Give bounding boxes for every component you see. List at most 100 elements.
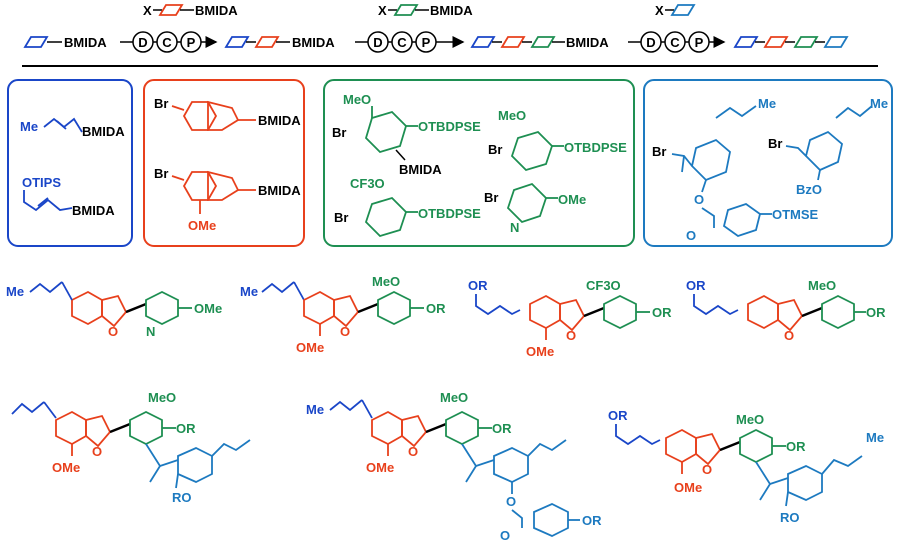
otbdpse-label: OTBDPSE bbox=[418, 206, 481, 221]
halide-label: X bbox=[378, 3, 387, 18]
or-label: OR bbox=[866, 305, 886, 320]
bromo-label: Br bbox=[768, 136, 782, 151]
carbonyl-oxygen: O bbox=[686, 228, 696, 243]
bmida-label: BMIDA bbox=[399, 162, 442, 177]
methoxy-label: OMe bbox=[52, 460, 80, 475]
furan-oxygen: O bbox=[408, 444, 418, 459]
or-label: OR bbox=[786, 439, 806, 454]
or-label: OR bbox=[426, 301, 446, 316]
or-label: OR bbox=[686, 278, 706, 293]
bromo-label: Br bbox=[154, 96, 168, 111]
bmida-label: BMIDA bbox=[195, 3, 238, 18]
carbonyl-oxygen: O bbox=[500, 528, 510, 542]
dcp-arrow: D C P bbox=[355, 31, 465, 53]
ro-label: RO bbox=[780, 510, 800, 525]
bmida-label: BMIDA bbox=[258, 183, 301, 198]
methoxy-label: OMe bbox=[194, 301, 222, 316]
or-label: OR bbox=[652, 305, 672, 320]
halide-label: X bbox=[655, 3, 664, 18]
furan-oxygen: O bbox=[702, 462, 712, 477]
ester-oxygen: O bbox=[694, 192, 704, 207]
methoxy-label: OMe bbox=[296, 340, 324, 355]
step-couple: C bbox=[397, 35, 407, 50]
methyl-label: Me bbox=[866, 430, 884, 445]
trifluoromethoxy-label: CF3O bbox=[586, 278, 621, 293]
or-label: OR bbox=[492, 421, 512, 436]
bmida-label: BMIDA bbox=[292, 35, 335, 50]
step-couple: C bbox=[670, 35, 680, 50]
step-deprotect: D bbox=[646, 35, 655, 50]
bmida-label: BMIDA bbox=[64, 35, 107, 50]
methyl-label: Me bbox=[306, 402, 324, 417]
bromo-label: Br bbox=[154, 166, 168, 181]
bromo-label: Br bbox=[332, 125, 346, 140]
or-label: OR bbox=[582, 513, 602, 528]
bromo-label: Br bbox=[484, 190, 498, 205]
ester-oxygen: O bbox=[506, 494, 516, 509]
blue-building-block bbox=[23, 36, 49, 48]
methoxy-label: MeO bbox=[343, 92, 371, 107]
bmida-label: BMIDA bbox=[258, 113, 301, 128]
methyl-label: Me bbox=[6, 284, 24, 299]
product-1: Me O N OMe bbox=[6, 281, 222, 339]
bromo-label: Br bbox=[652, 144, 666, 159]
product-3: OR O OMe CF3O OR bbox=[468, 278, 672, 359]
blue-building-block-box: Me BMIDA OTIPS BMIDA bbox=[7, 79, 133, 247]
bmida-label: BMIDA bbox=[82, 124, 125, 139]
methoxy-label: OMe bbox=[526, 344, 554, 359]
bmida-label: BMIDA bbox=[72, 203, 115, 218]
methoxy-label: OMe bbox=[674, 480, 702, 495]
furan-oxygen: O bbox=[340, 324, 350, 339]
step-deprotect: D bbox=[138, 35, 147, 50]
methoxy-label: MeO bbox=[808, 278, 836, 293]
pyridine-nitrogen: N bbox=[510, 220, 519, 235]
product-7: OR O OMe MeO OR Me RO bbox=[608, 408, 884, 525]
methoxy-label: OMe bbox=[188, 218, 216, 233]
methoxy-label: OMe bbox=[558, 192, 586, 207]
step-purify: P bbox=[422, 35, 431, 50]
red-building-block bbox=[158, 4, 184, 16]
methoxy-label: MeO bbox=[148, 390, 176, 405]
bromo-label: Br bbox=[334, 210, 348, 225]
ro-label: RO bbox=[172, 490, 192, 505]
bmida-label: BMIDA bbox=[566, 35, 609, 50]
green-building-block-box: MeO Br OTBDPSE BMIDA MeO Br OTBDPSE CF3O… bbox=[323, 79, 635, 247]
step-couple: C bbox=[162, 35, 172, 50]
or-label: OR bbox=[176, 421, 196, 436]
dcp-arrow: D C P bbox=[628, 31, 726, 53]
red-building-block-box: Br Br BMIDA Br BMIDA OMe bbox=[143, 79, 305, 247]
or-label: OR bbox=[468, 278, 488, 293]
furan-oxygen: O bbox=[784, 328, 794, 343]
trifluoromethoxy-label: CF3O bbox=[350, 176, 385, 191]
step-deprotect: D bbox=[373, 35, 382, 50]
product-4: OR O MeO OR bbox=[686, 278, 886, 343]
top-scheme: BMIDA X BMIDA D C P BMIDA X BMIDA bbox=[22, 3, 878, 67]
furan-oxygen: O bbox=[92, 444, 102, 459]
methoxy-label: OMe bbox=[366, 460, 394, 475]
product-2: Me O OMe MeO OR bbox=[240, 274, 446, 355]
lightblue-building-block-box: Me Br O O OTMSE Me Br BzO bbox=[643, 79, 893, 247]
methoxy-label: MeO bbox=[498, 108, 526, 123]
benzoyloxy-label: BzO bbox=[796, 182, 822, 197]
methyl-label: Me bbox=[758, 96, 776, 111]
otips-label: OTIPS bbox=[22, 175, 61, 190]
methyl-label: Me bbox=[20, 119, 38, 134]
methyl-label: Me bbox=[870, 96, 888, 111]
methyl-label: Me bbox=[240, 284, 258, 299]
otmse-label: OTMSE bbox=[772, 207, 819, 222]
step-purify: P bbox=[695, 35, 704, 50]
product-6: Me O OMe MeO OR O O OR bbox=[306, 390, 602, 542]
product-5: Me O OMe MeO OR RO bbox=[11, 390, 251, 505]
bromo-label: Br bbox=[488, 142, 502, 157]
otbdpse-label: OTBDPSE bbox=[418, 119, 481, 134]
bmida-label: BMIDA bbox=[430, 3, 473, 18]
dcp-arrow: D C P bbox=[120, 31, 218, 53]
methoxy-label: MeO bbox=[440, 390, 468, 405]
methoxy-label: MeO bbox=[372, 274, 400, 289]
furan-oxygen: O bbox=[108, 324, 118, 339]
or-label: OR bbox=[608, 408, 628, 423]
methoxy-label: MeO bbox=[736, 412, 764, 427]
otbdpse-label: OTBDPSE bbox=[564, 140, 627, 155]
halide-label: X bbox=[143, 3, 152, 18]
